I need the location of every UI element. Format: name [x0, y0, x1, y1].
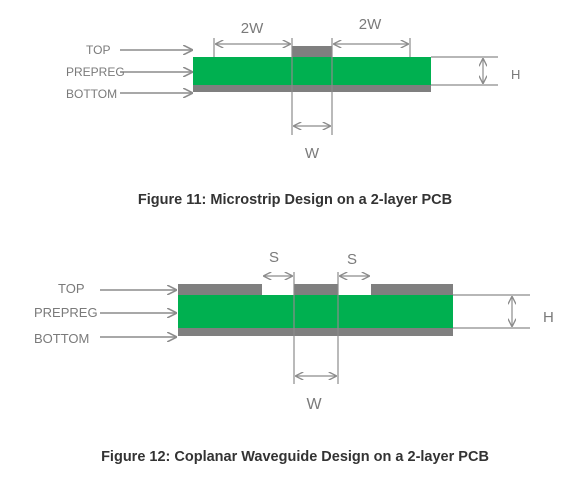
prepreg-layer: [193, 57, 431, 85]
signal-trace: [294, 284, 338, 295]
figure-11-microstrip: TOP PREPREG BOTTOM 2W 2W W H Figure 11: …: [66, 16, 520, 208]
figure-12-caption: Figure 12: Coplanar Waveguide Design on …: [101, 449, 489, 465]
width-label: W: [306, 396, 322, 413]
right-ground-trace: [371, 284, 453, 295]
gap-right-label: S: [347, 251, 357, 268]
top-label: TOP: [58, 281, 85, 296]
height-label: H: [543, 309, 554, 326]
figure-12-coplanar-waveguide: TOP PREPREG BOTTOM S S W H Figure 12: Co…: [34, 249, 554, 465]
width-label: W: [305, 145, 320, 162]
top-trace: [292, 46, 332, 57]
top-label: TOP: [86, 43, 110, 57]
left-ground-trace: [178, 284, 262, 295]
bottom-ground-layer: [178, 328, 453, 336]
height-label: H: [511, 67, 520, 82]
bottom-label: BOTTOM: [34, 331, 89, 346]
figure-11-caption: Figure 11: Microstrip Design on a 2-laye…: [138, 192, 452, 208]
bottom-ground-layer: [193, 85, 431, 92]
prepreg-layer: [178, 295, 453, 328]
gap-right-label: 2W: [359, 16, 382, 33]
bottom-label: BOTTOM: [66, 87, 117, 101]
gap-left-label: S: [269, 249, 279, 266]
gap-left-label: 2W: [241, 20, 264, 37]
prepreg-label: PREPREG: [66, 65, 125, 79]
prepreg-label: PREPREG: [34, 305, 98, 320]
